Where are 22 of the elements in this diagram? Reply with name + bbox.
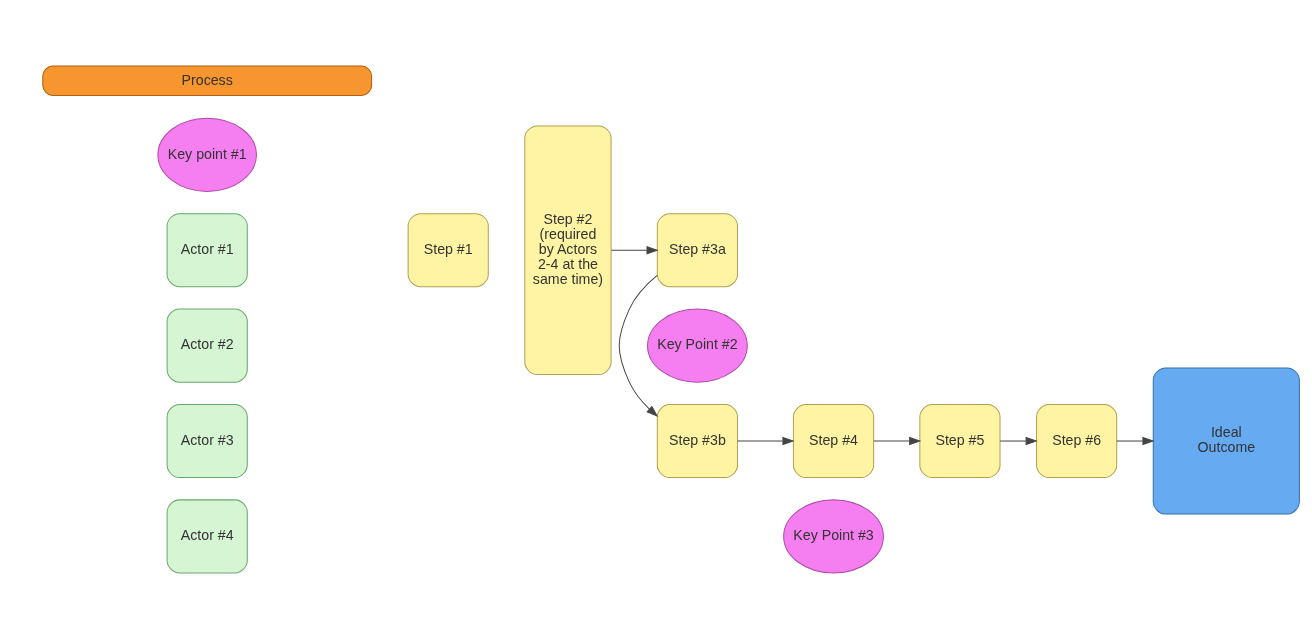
node-box: Ideal Outcome: [1152, 367, 1300, 515]
node-box: Actor #4: [166, 499, 248, 574]
node-box: Step #2 (required by Actors 2-4 at the same time): [524, 125, 612, 376]
node-box: Step #3b: [656, 404, 738, 479]
node-box: Actor #3: [166, 404, 248, 479]
node-ellipse: Key point #1: [157, 117, 257, 192]
node-ellipse: Key Point #2: [647, 308, 748, 383]
node-box: Actor #2: [166, 308, 248, 383]
node-box: Step #1: [407, 213, 489, 288]
node-box: Step #3a: [656, 213, 738, 288]
arrow: [999, 436, 1038, 446]
node-box: Step #4: [792, 404, 875, 479]
node-box: Step #5: [919, 404, 1001, 479]
arrow: [618, 274, 659, 417]
arrow: [873, 436, 922, 446]
node-ellipse: Key Point #3: [783, 499, 884, 574]
node-box: Step #6: [1036, 404, 1118, 479]
arrow: [737, 436, 795, 446]
arrow: [610, 245, 659, 255]
node-box: Process: [42, 65, 373, 96]
node-box: Actor #1: [166, 213, 248, 288]
arrow: [1116, 436, 1155, 446]
